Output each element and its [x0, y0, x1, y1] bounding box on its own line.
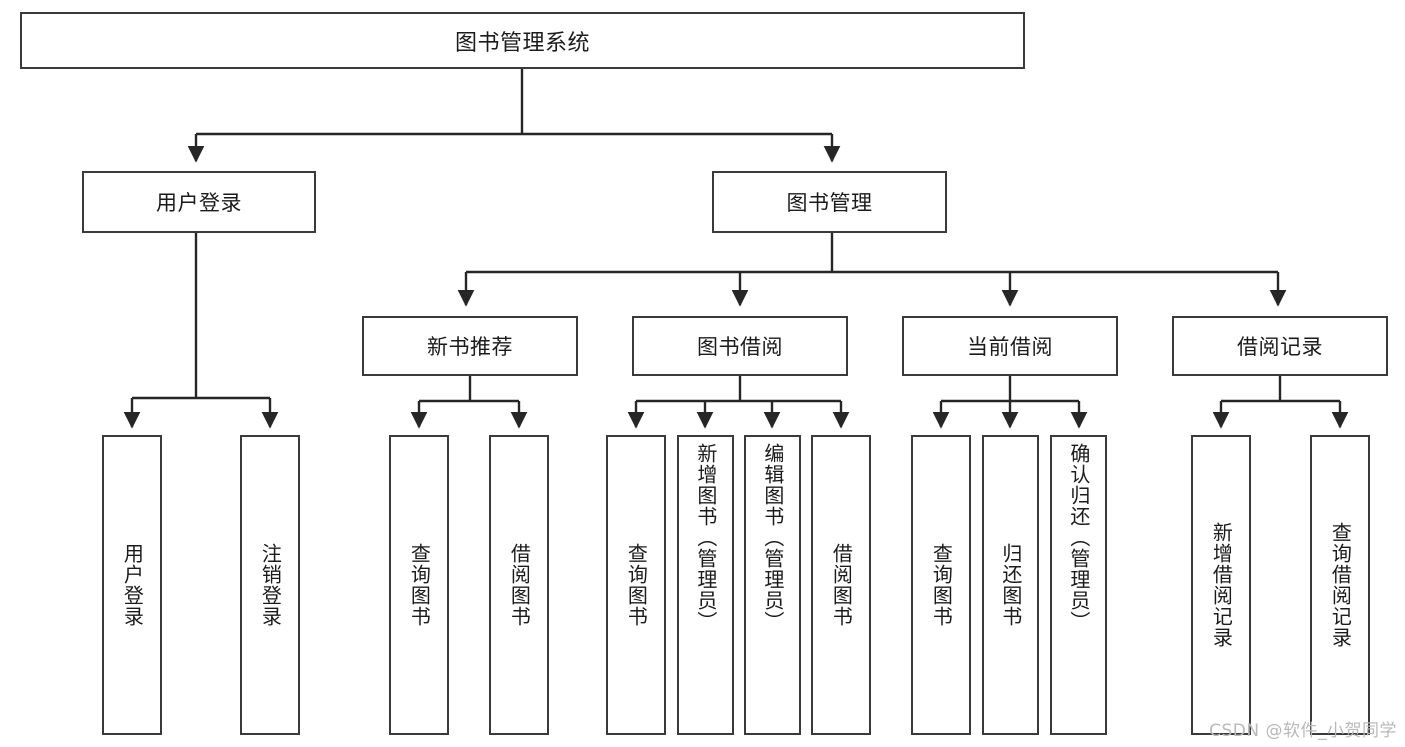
node-leaf-logout[interactable]: 注销登录	[240, 435, 300, 735]
node-label: 注销登录	[258, 543, 283, 627]
node-label: 图书借阅	[697, 335, 783, 359]
node-label: 图书管理系统	[454, 30, 590, 56]
node-leaf-borrow-book-1[interactable]: 借阅图书	[489, 435, 549, 735]
watermark-text: CSDN @软件_小贺同学	[1209, 721, 1397, 741]
node-leaf-query-book-3[interactable]: 查询图书	[911, 435, 971, 735]
node-label: 用户登录	[156, 191, 242, 215]
node-leaf-query-book-1[interactable]: 查询图书	[389, 435, 449, 735]
node-leaf-user-login[interactable]: 用户登录	[102, 435, 162, 735]
node-label: 新书推荐	[427, 335, 513, 359]
node-user-login[interactable]: 用户登录	[82, 171, 316, 233]
node-label: 查询借阅记录	[1328, 522, 1353, 648]
node-label: 查询图书	[407, 543, 432, 627]
node-label: 查询图书	[929, 543, 954, 627]
node-borrow-record[interactable]: 借阅记录	[1172, 316, 1388, 376]
node-label: 确认归还（管理员）	[1066, 443, 1091, 632]
node-label: 借阅记录	[1237, 335, 1323, 359]
node-root-system[interactable]: 图书管理系统	[20, 12, 1025, 69]
node-label: 图书管理	[786, 191, 873, 215]
node-new-book-recommend[interactable]: 新书推荐	[362, 316, 578, 376]
node-label: 新增借阅记录	[1209, 522, 1234, 648]
node-leaf-query-book-2[interactable]: 查询图书	[606, 435, 666, 735]
node-leaf-return-book[interactable]: 归还图书	[982, 435, 1039, 735]
node-label: 新增图书（管理员）	[693, 443, 718, 632]
node-label: 编辑图书（管理员）	[760, 443, 785, 632]
node-leaf-borrow-book-2[interactable]: 借阅图书	[811, 435, 871, 735]
node-book-borrow[interactable]: 图书借阅	[632, 316, 848, 376]
node-label: 用户登录	[120, 543, 145, 627]
node-label: 借阅图书	[507, 543, 532, 627]
node-leaf-add-book[interactable]: 新增图书（管理员）	[677, 435, 734, 735]
node-current-borrow[interactable]: 当前借阅	[902, 316, 1118, 376]
node-leaf-add-record[interactable]: 新增借阅记录	[1191, 435, 1251, 735]
node-leaf-confirm-return[interactable]: 确认归还（管理员）	[1050, 435, 1107, 735]
node-label: 归还图书	[998, 543, 1023, 627]
node-book-manage[interactable]: 图书管理	[712, 171, 947, 233]
node-leaf-edit-book[interactable]: 编辑图书（管理员）	[744, 435, 801, 735]
node-label: 查询图书	[624, 543, 649, 627]
node-label: 借阅图书	[829, 543, 854, 627]
node-label: 当前借阅	[967, 335, 1053, 359]
node-leaf-query-record[interactable]: 查询借阅记录	[1310, 435, 1370, 735]
